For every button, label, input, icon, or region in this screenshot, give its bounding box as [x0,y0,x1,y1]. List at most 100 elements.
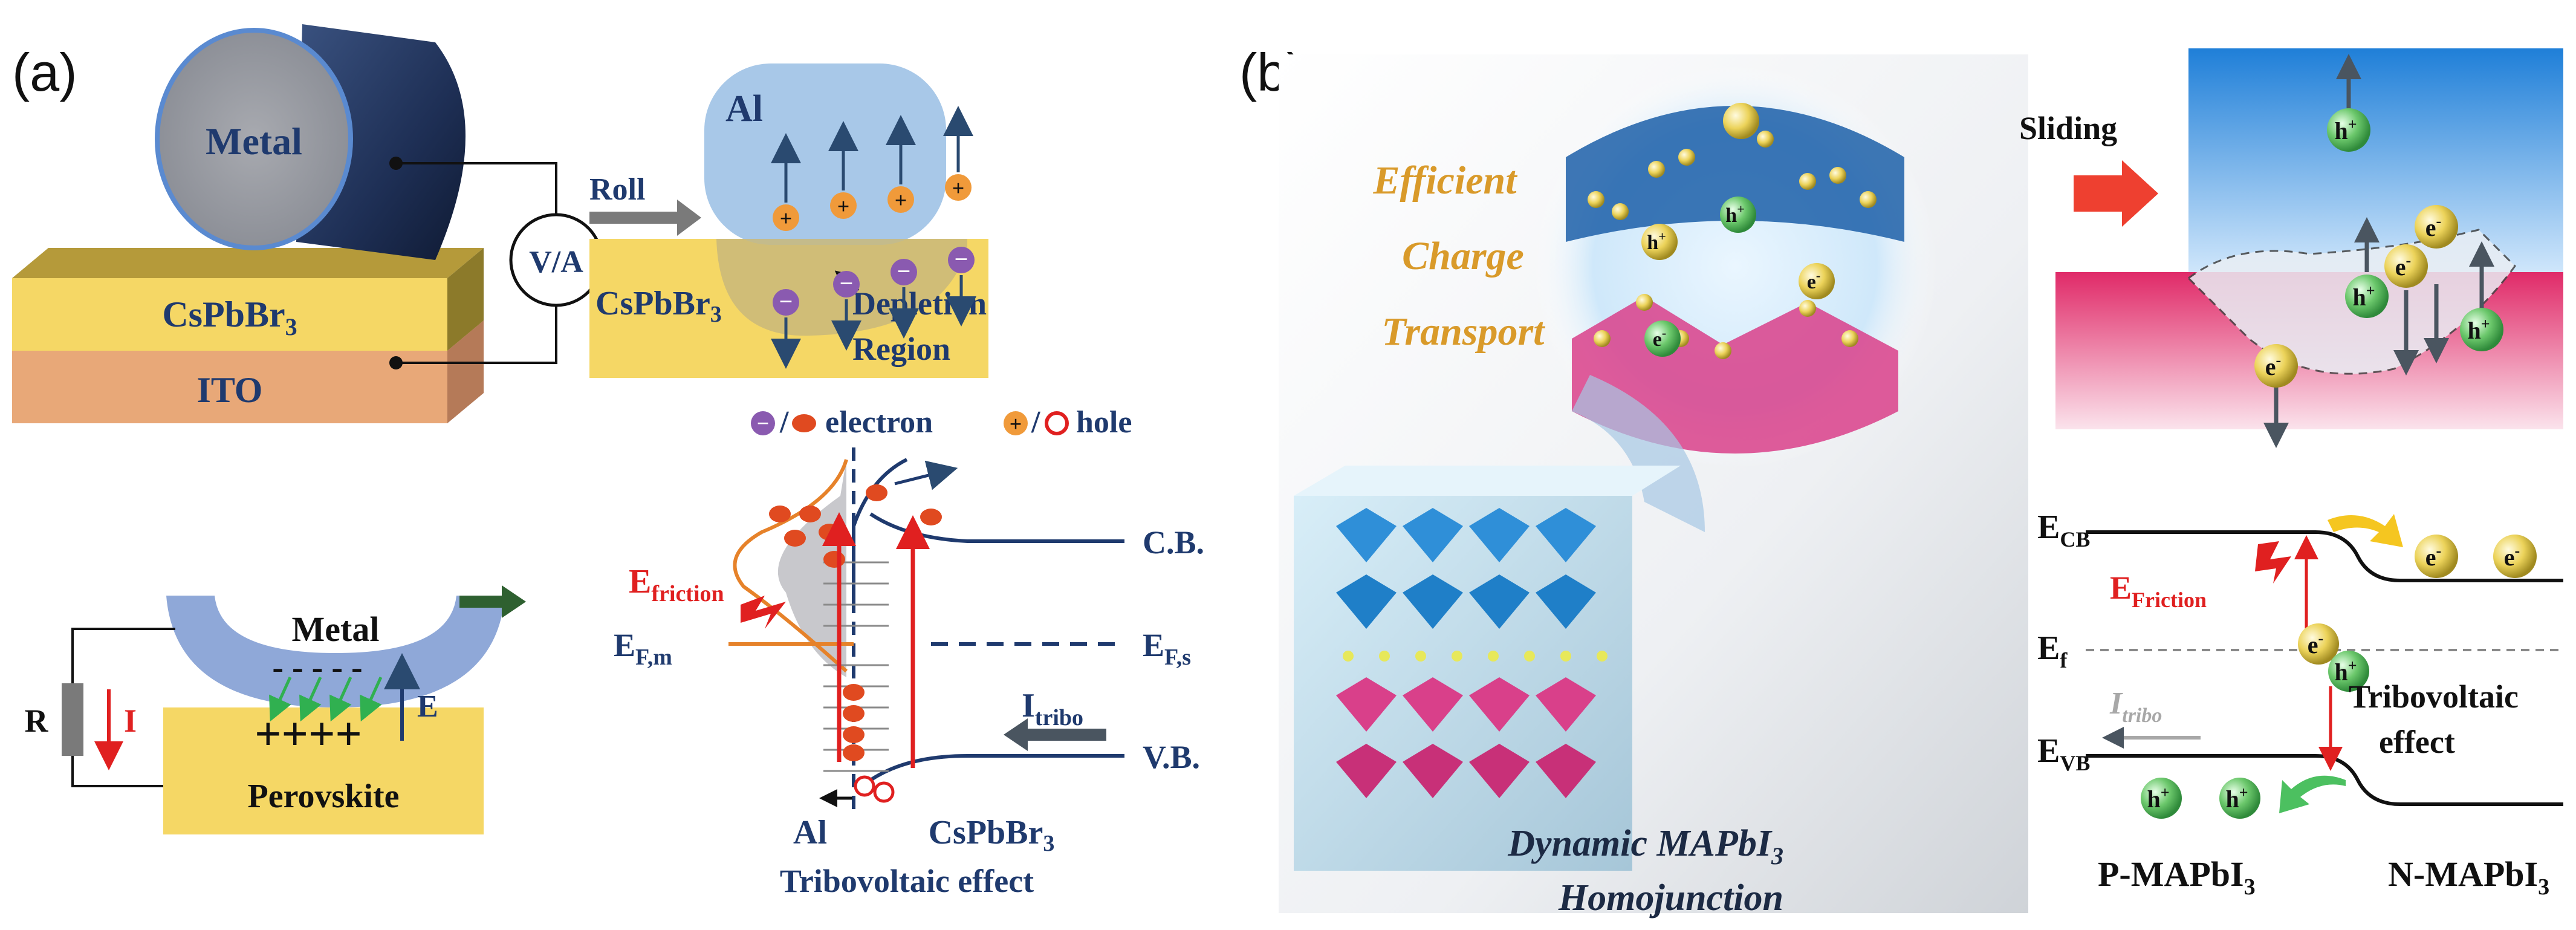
efriction-b-label: EFriction [2110,570,2207,612]
tribo-b-label-2: effect [2379,724,2455,760]
electron-dot-icon [866,484,887,501]
p-mapbi-label: P-MAPbI3 [2098,854,2256,900]
csp-layer [12,278,447,351]
svg-text:+: + [780,206,793,230]
legend-electron: electron [825,405,933,440]
roll-arrow [589,200,701,236]
band-csp-label: CsPbBr3 [929,814,1055,856]
electron-escape-arrow [2328,514,2403,547]
hole-charge: + [771,133,801,231]
electrons-in-csp: − − − − [771,246,976,369]
band-diagram-a: Efriction EF,m C.B. EF,s V.B. Itribo Al … [614,447,1204,899]
junction-atoms [1343,651,1608,662]
svg-text:h+: h+ [2334,115,2357,145]
transport-label: Transport [1382,310,1546,354]
resistor-label: R [25,703,49,739]
svg-text:+: + [837,194,850,218]
electron-dot-icon [843,744,865,761]
sliding-carrier-e: e- [2384,244,2428,288]
svg-text:+: + [1010,412,1022,436]
csp-layer-label: CsPbBr3 [162,294,297,340]
slab-top [1294,466,1681,496]
n-mapbi-label: N-MAPbI3 [2388,854,2549,900]
fermi-distribution-curve [733,459,848,673]
evb-label: EVB [2037,732,2090,775]
electron-dot-icon [920,509,942,525]
efm-label: EF,m [614,627,672,670]
itribo-arrow [1004,718,1106,751]
band-carrier-e: e- [2415,535,2458,578]
svg-text:h+: h+ [1647,229,1666,254]
band-carrier-h: h+ [2328,651,2369,692]
field-line [360,676,383,722]
meter-label: V/A [529,245,583,279]
electron-charge: − [889,258,919,339]
dynamic-label-1: Dynamic MAPbI3 [1507,823,1783,870]
sliding-arrow [2074,160,2158,227]
electron-dot-icon [843,705,865,722]
svg-text:+: + [952,176,965,200]
depletion-label-2: Region [852,331,950,367]
band-diagram-b: ECB Ef EVB EFriction Itribo e- e- e- h+ … [2037,509,2563,900]
dynamic-label-2: Homojunction [1558,877,1783,919]
resistor-symbol [62,683,83,756]
electron-dot-icon [784,530,806,547]
electron-dot-icon [823,551,845,568]
electron-flow-arrow [894,460,958,490]
sliding-carrier-h: h+ [2345,275,2389,318]
svg-text:e-: e- [1653,325,1666,351]
svg-text:e-: e- [2265,351,2281,380]
svg-text:−: − [757,411,770,435]
svg-text:e-: e- [2504,542,2520,571]
csp-side [447,248,484,351]
itribo-b-label: Itribo [2109,686,2162,727]
band-carrier-h: h+ [2219,778,2260,819]
svg-text:+: + [895,188,907,212]
sliding-carrier-h: h+ [2327,108,2370,152]
contact-depletion-schematic: Al Roll CsPbBr3 Depletion Region + + + + [589,63,1132,440]
svg-text:e-: e- [2425,542,2441,571]
field-line [329,676,352,722]
hole-drift-arrow [2279,775,2346,813]
legend-hole: hole [1076,405,1132,440]
electron-charge: − [771,288,801,369]
perovskite-label: Perovskite [248,778,400,815]
homojunction-illustration: h+ h+ e- e- Efficient Charge Transport [1279,54,2028,919]
lightning-icon [2255,541,2291,584]
circle-carrier-h: h+ [1720,197,1756,233]
hole-charge: + [943,106,973,201]
hole-ring-icon [1045,411,1069,435]
upper-lattice [1566,106,1904,242]
svg-text:−: − [840,270,854,297]
zoom-beam [1572,375,1705,532]
perovskite-block [163,707,484,834]
hole-ring-icon [873,781,895,803]
sliding-carrier-e: e- [2415,205,2458,249]
tribo-b-label-1: Tribovoltaic [2349,678,2519,715]
circuit-wire-top [396,162,557,215]
efs-label: EF,s [1143,627,1191,670]
roller-device-schematic: Metal CsPbBr3 ITO V/A [12,24,603,423]
sliding-carrier-h: h+ [2460,308,2503,351]
field-label: E [417,689,438,724]
cylinder-face [155,28,353,250]
band-carrier-e: e- [2493,535,2537,578]
hole-charge: + [886,115,916,213]
efficient-label: Efficient [1372,158,1517,203]
svg-text:h+: h+ [2334,657,2357,686]
svg-text:−: − [779,288,793,315]
electron-dot-icon [769,506,791,522]
svg-text:h+: h+ [1725,201,1744,227]
conduction-band [869,512,1124,543]
band-caption: Tribovoltaic effect [780,863,1034,899]
svg-text:h+: h+ [2147,784,2169,813]
circuit-wire [71,756,163,787]
electron-dot-icon [843,726,865,743]
svg-text:h+: h+ [2225,784,2248,813]
holes-in-al: + + + + [771,106,973,231]
current-label: I [124,703,137,739]
circle-carrier-h: h+ [1641,224,1678,260]
band-al-label: Al [793,814,827,851]
curved-metal-cutout [215,596,456,653]
